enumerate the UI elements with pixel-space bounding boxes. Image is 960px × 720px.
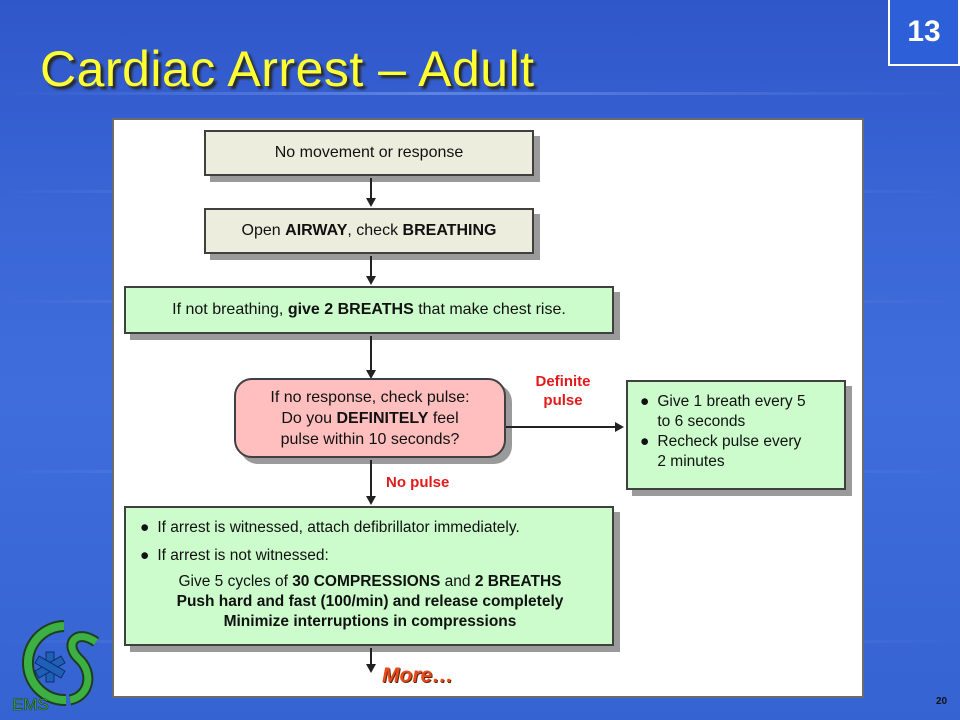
- arrow-down-icon: [366, 276, 376, 285]
- bullet-icon: ●: [640, 433, 650, 450]
- arrow-down-icon: [366, 496, 376, 505]
- check-pulse-line-2: Do you DEFINITELY feel: [270, 408, 469, 429]
- text-open: Open: [241, 222, 286, 239]
- text-and: and: [440, 573, 475, 590]
- flow-box-give-breaths-text: If not breathing, give 2 BREATHS that ma…: [172, 301, 566, 319]
- bullet-icon: ●: [640, 393, 650, 410]
- cpr-item-witnessed: If arrest is witnessed, attach defibrill…: [157, 519, 520, 536]
- text-feel: feel: [428, 409, 459, 427]
- bullet-icon: ●: [140, 547, 150, 564]
- check-pulse-line-3: pulse within 10 seconds?: [280, 430, 460, 448]
- slide-number-badge: 13: [888, 0, 960, 66]
- label-definite-pulse: Definite pulse: [520, 372, 606, 410]
- flow-box-open-airway: Open AIRWAY, check BREATHING: [204, 208, 534, 254]
- check-pulse-line-1: If no response, check pulse:: [270, 388, 470, 406]
- text-chest-rise: that make chest rise.: [413, 301, 566, 318]
- list-item: ● Recheck pulse every 2 minutes: [640, 432, 834, 472]
- slide-title: Cardiac Arrest – Adult: [40, 41, 535, 97]
- flow-box-rescue-breathing: ● Give 1 breath every 5 to 6 seconds ● R…: [626, 380, 846, 490]
- cpr-line-minimize: Minimize interruptions in compressions: [223, 613, 517, 630]
- connector-line: [370, 178, 372, 200]
- cpr-line-cycles: Give 5 cycles of 30 COMPRESSIONS and 2 B…: [140, 572, 600, 592]
- flow-box-no-response: No movement or response: [204, 130, 534, 176]
- text-do-you: Do you: [281, 409, 337, 427]
- flow-box-check-pulse-text: If no response, check pulse: Do you DEFI…: [270, 387, 469, 450]
- flow-box-give-breaths: If not breathing, give 2 BREATHS that ma…: [124, 286, 614, 334]
- connector-line: [370, 460, 372, 498]
- connector-line: [370, 648, 372, 666]
- text-2-breaths: 2 BREATHS: [474, 573, 562, 590]
- label-pulse: pulse: [543, 392, 583, 409]
- arrow-right-icon: [615, 422, 624, 432]
- flow-box-cpr: ● If arrest is witnessed, attach defibri…: [124, 506, 614, 646]
- arrow-down-icon: [366, 370, 376, 379]
- page-number: 20: [936, 696, 948, 707]
- rescue-item-1-line-2: to 6 seconds: [657, 413, 746, 430]
- connector-line: [370, 336, 372, 372]
- logo-ems-text: EMS: [12, 695, 49, 714]
- bullet-icon: ●: [140, 519, 150, 536]
- text-give-5-cycles: Give 5 cycles of: [178, 573, 293, 590]
- flow-box-check-pulse: If no response, check pulse: Do you DEFI…: [234, 378, 506, 458]
- list-item: ● If arrest is witnessed, attach defibri…: [140, 518, 600, 538]
- list-item: ● Give 1 breath every 5 to 6 seconds: [640, 392, 834, 432]
- arrow-down-icon: [366, 664, 376, 673]
- text-check: , check: [347, 222, 403, 239]
- ems-logo: EMS: [12, 620, 100, 714]
- arrow-down-icon: [366, 198, 376, 207]
- rescue-item-2-line-2: 2 minutes: [657, 453, 725, 470]
- rescue-item-1-line-1: Give 1 breath every 5: [657, 393, 806, 410]
- flowchart-panel: No movement or response Open AIRWAY, che…: [112, 118, 864, 698]
- connector-line: [370, 256, 372, 278]
- cpr-item-not-witnessed: If arrest is not witnessed:: [157, 547, 329, 564]
- rescue-item-2-line-1: Recheck pulse every: [657, 433, 802, 450]
- text-airway: AIRWAY: [285, 222, 348, 239]
- star-of-life-icon: [34, 651, 66, 683]
- list-item: ● If arrest is not witnessed:: [140, 546, 600, 566]
- more-link[interactable]: More…: [382, 664, 454, 687]
- text-if-not-breathing: If not breathing,: [172, 301, 288, 318]
- text-30-compressions: 30 COMPRESSIONS: [292, 573, 441, 590]
- label-definite: Definite: [535, 373, 591, 390]
- text-breathing: BREATHING: [402, 222, 497, 239]
- label-no-pulse: No pulse: [386, 474, 450, 491]
- connector-line: [506, 426, 616, 428]
- cpr-instructions: Give 5 cycles of 30 COMPRESSIONS and 2 B…: [140, 572, 600, 632]
- logo-c-shape: [24, 622, 67, 705]
- flow-box-no-response-text: No movement or response: [274, 144, 464, 161]
- cpr-line-push-hard: Push hard and fast (100/min) and release…: [176, 593, 564, 610]
- background-streak: [0, 92, 960, 95]
- logo-s-shape: [68, 633, 99, 704]
- text-give-2-breaths: give 2 BREATHS: [287, 301, 414, 318]
- flow-box-open-airway-text: Open AIRWAY, check BREATHING: [242, 222, 497, 240]
- text-definitely: DEFINITELY: [336, 409, 429, 427]
